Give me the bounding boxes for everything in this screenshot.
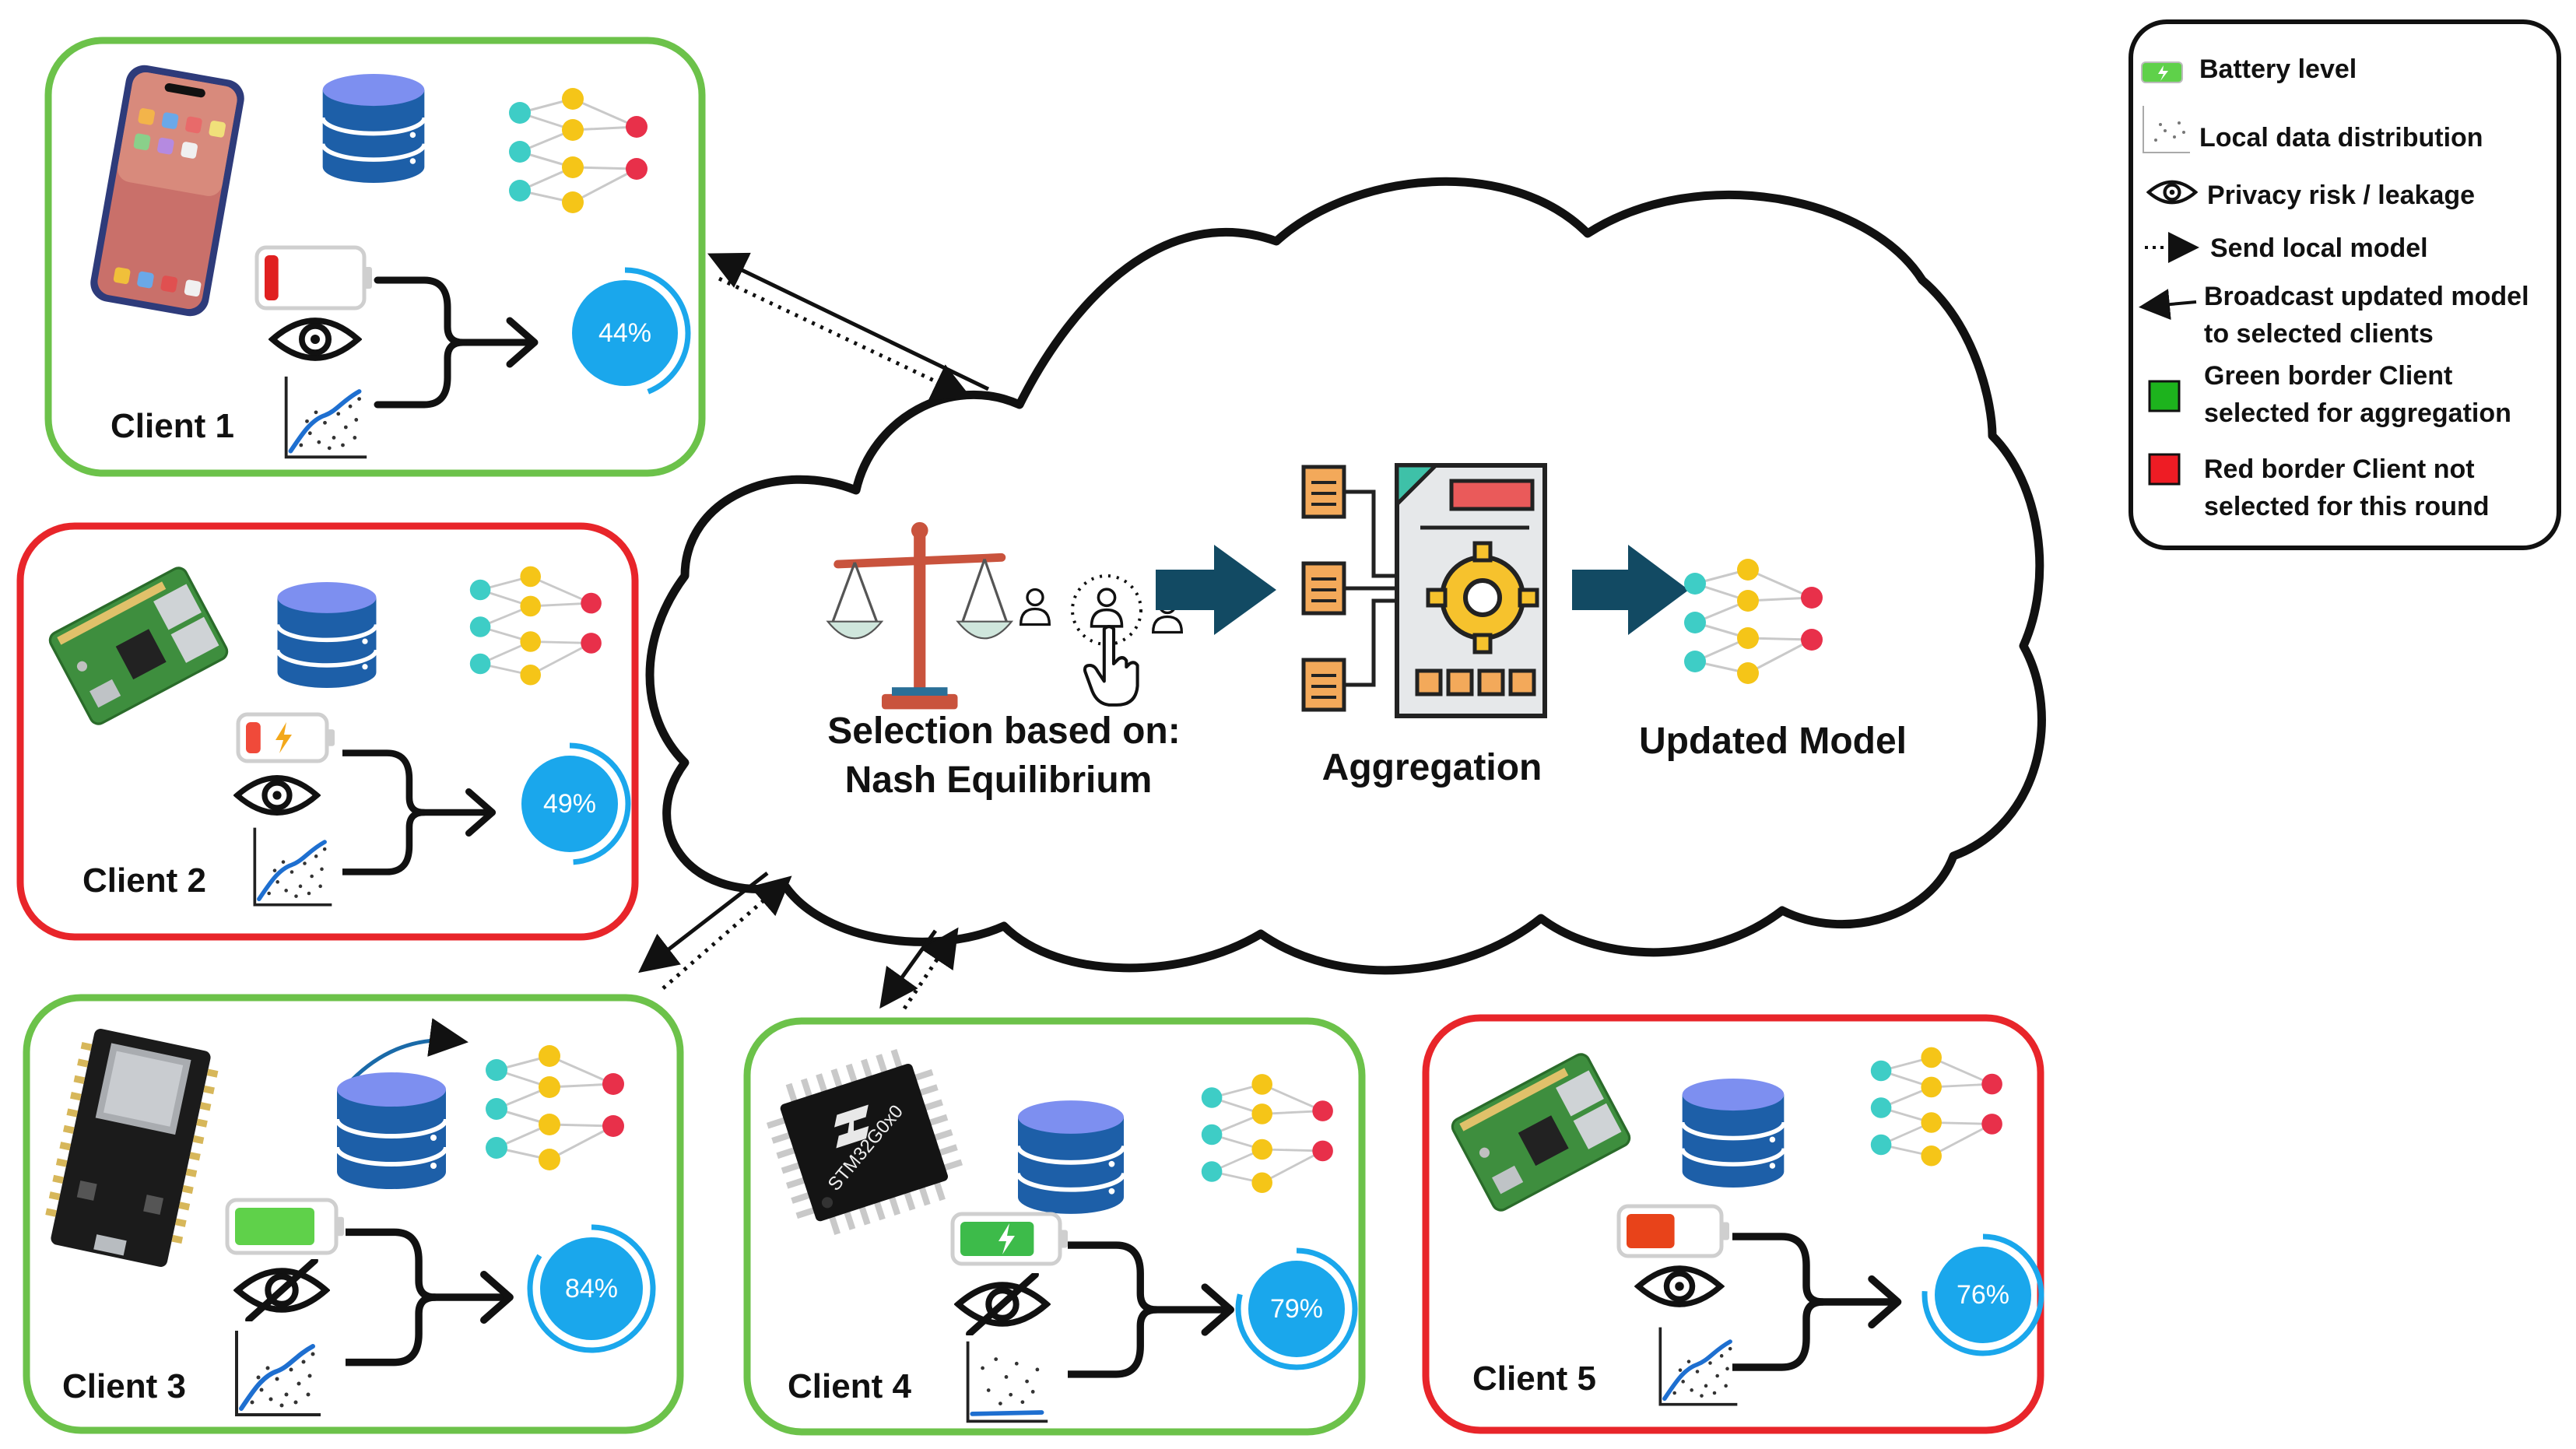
client-name: Client 4: [788, 1367, 911, 1405]
score-arc: [1921, 1233, 2044, 1356]
updated-model-label: Updated Model: [1639, 721, 1907, 762]
selection-label-line1: Selection based on:: [827, 710, 1180, 752]
legend-distribution: Local data distribution: [2199, 123, 2483, 153]
battery-icon: [950, 1212, 1068, 1266]
client-name: Client 3: [62, 1367, 186, 1405]
user-selected-icon: [1071, 574, 1142, 646]
legend-privacy: Privacy risk / leakage: [2207, 181, 2475, 210]
battery-icon: [236, 712, 335, 763]
legend-broadcast-line2: to selected clients: [2204, 319, 2434, 349]
battery-fill: [1627, 1214, 1675, 1248]
client-name: Client 5: [1472, 1360, 1596, 1398]
score-value: 76%: [1957, 1280, 2009, 1310]
clients-layer: 44%Client 149%Client 284%Client 3STM32G0…: [16, 37, 2044, 1436]
charging-bolt-icon: [998, 1223, 1015, 1254]
legend-battery-icon: [2141, 61, 2183, 83]
battery-fill: [960, 1222, 1034, 1256]
client-card-2[interactable]: 49% Client 2: [16, 522, 639, 941]
client-name: Client 1: [111, 407, 234, 445]
client-card-5[interactable]: 76% Client 5: [1422, 1014, 2044, 1434]
database-icon: [278, 582, 377, 688]
client-card-1[interactable]: 44% Client 1: [44, 37, 706, 477]
selection-label-line2: Nash Equilibrium: [845, 760, 1153, 801]
score-value: 84%: [565, 1274, 618, 1303]
arrow-to-model-icon: [1572, 545, 1689, 635]
score-arc: [1235, 1247, 1358, 1370]
score-value: 49%: [543, 789, 596, 819]
score-value: 44%: [598, 318, 651, 348]
legend-red-line1: Red border Client not: [2204, 454, 2475, 484]
upload-curve-arrow-icon: [350, 1018, 469, 1082]
score-gauge: 44%: [559, 267, 691, 399]
battery-icon: [225, 1198, 344, 1255]
charging-bolt-icon: [275, 722, 292, 753]
aggregation-icon: [1304, 465, 1545, 716]
broadcast-arrow-client3: [638, 872, 769, 974]
communication-arrows: [638, 252, 990, 1010]
send-arrow-client1: [718, 276, 973, 400]
legend-box: [2129, 19, 2561, 550]
score-arc: [527, 1224, 656, 1353]
legend-broadcast-line1: Broadcast updated model: [2204, 282, 2529, 311]
send-arrow-client3: [662, 875, 792, 990]
battery-fill: [265, 255, 279, 300]
battery-icon: [254, 245, 372, 310]
legend-battery: Battery level: [2199, 54, 2357, 84]
legend-green-line1: Green border Client: [2204, 361, 2452, 391]
score-gauge: 79%: [1235, 1247, 1358, 1370]
legend-green-line2: selected for aggregation: [2204, 398, 2511, 428]
score-gauge: 76%: [1921, 1233, 2044, 1356]
database-icon: [1683, 1079, 1785, 1188]
battery-icon: [1616, 1204, 1729, 1258]
aggregation-label: Aggregation: [1322, 747, 1542, 788]
database-icon: [323, 74, 425, 183]
arrow-to-aggregation-icon: [1156, 545, 1276, 635]
battery-fill: [246, 722, 261, 753]
legend-solid-arrow-icon: [2139, 289, 2197, 321]
score-gauge: 84%: [527, 1224, 656, 1353]
score-arc: [508, 742, 631, 865]
legend: Battery level Local data distribution Pr…: [2129, 19, 2561, 550]
server-cloud: Selection based on: Nash Equilibrium Agg…: [645, 177, 2046, 975]
score-arc: [559, 267, 691, 399]
legend-green-swatch: [2148, 380, 2181, 412]
database-icon: [1018, 1100, 1124, 1214]
score-value: 79%: [1270, 1294, 1323, 1324]
battery-fill: [235, 1208, 314, 1245]
broadcast-arrow-client1: [707, 252, 990, 391]
legend-distribution-icon: [2143, 106, 2190, 153]
legend-send: Send local model: [2210, 233, 2428, 263]
client-name: Client 2: [82, 861, 206, 900]
score-gauge: 49%: [508, 742, 631, 865]
client-card-3[interactable]: 84% Client 3: [23, 994, 684, 1434]
send-arrow-client4: [902, 927, 959, 1010]
legend-red-line2: selected for this round: [2204, 492, 2490, 521]
database-icon: [337, 1072, 446, 1189]
legend-red-swatch: [2148, 453, 2181, 486]
